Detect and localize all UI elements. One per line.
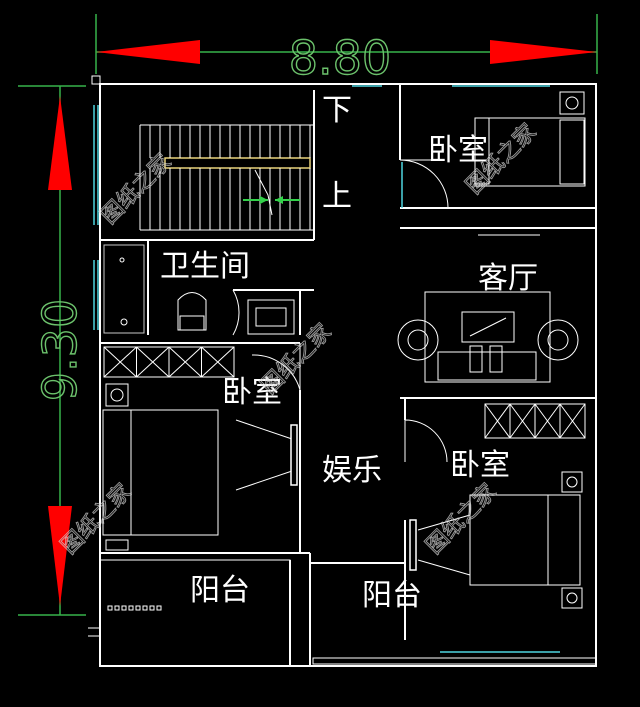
- balcony-middle: 阳台: [362, 578, 422, 613]
- bathroom-label: 卫生间: [160, 249, 250, 284]
- bedroom-right-label: 卧室: [450, 448, 510, 483]
- balcony-left-label: 阳台: [190, 573, 250, 608]
- height-dimension: 9.30: [18, 85, 88, 616]
- living-room-label: 客厅: [478, 261, 538, 296]
- bedroom-left-label: 卧室: [222, 375, 282, 410]
- watermark-text: 图纸之家: [422, 479, 502, 559]
- interior-walls: [100, 84, 596, 666]
- bedroom-left: 卧室: [102, 343, 301, 551]
- living-room: 客厅: [397, 234, 579, 383]
- bedroom-right: 卧室: [409, 403, 586, 609]
- watermark-text: 图纸之家: [257, 319, 337, 399]
- watermark-text: 图纸之家: [97, 149, 177, 229]
- bedroom-top-right: 卧室: [399, 91, 586, 209]
- bathroom: 卫生间: [103, 244, 295, 336]
- dimension-arrow-left: [96, 40, 200, 64]
- entertainment-area: 娱乐: [322, 419, 448, 488]
- dimension-arrow-bottom: [48, 506, 72, 606]
- entertainment-label: 娱乐: [322, 453, 382, 488]
- width-dimension: 8.80: [95, 14, 598, 86]
- staircase: 下 上: [139, 93, 352, 231]
- stair-down-label: 下: [322, 93, 352, 128]
- dimension-arrow-right: [490, 40, 597, 64]
- balcony-middle-label: 阳台: [362, 578, 422, 613]
- bedroom-top-right-label: 卧室: [428, 133, 488, 168]
- width-dimension-label: 8.80: [289, 31, 391, 85]
- stair-up-label: 上: [322, 179, 352, 214]
- height-dimension-label: 9.30: [33, 299, 87, 401]
- dimension-arrow-top: [48, 96, 72, 190]
- outer-walls: [91, 75, 597, 667]
- balcony-left: 阳台: [88, 559, 291, 667]
